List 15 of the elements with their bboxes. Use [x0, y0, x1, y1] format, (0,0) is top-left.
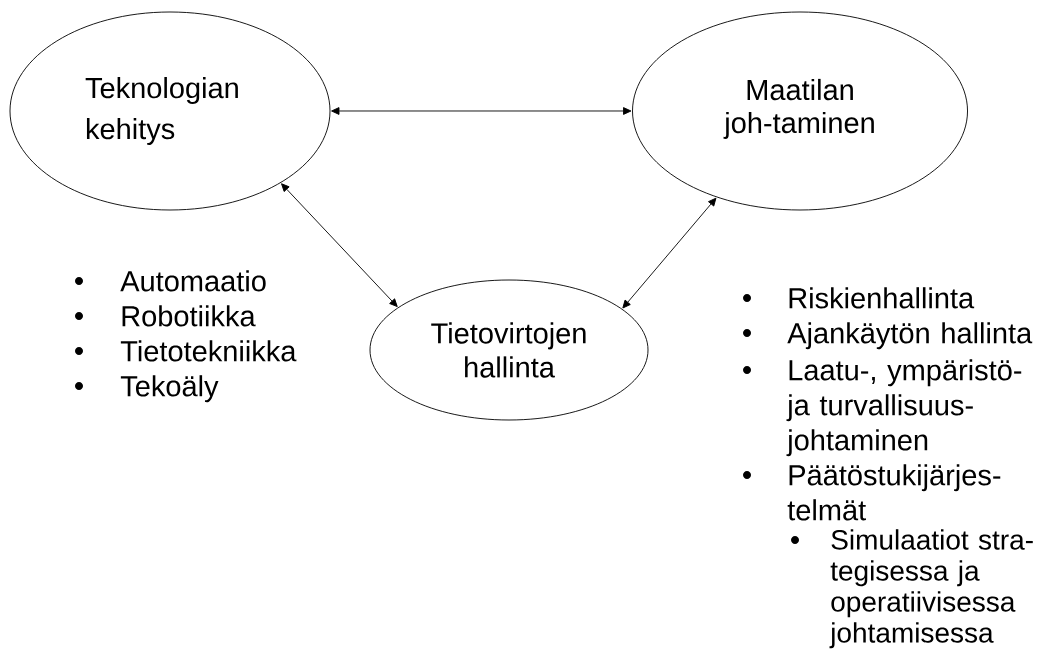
double-arrow — [331, 107, 632, 115]
list-item: Ajankäytön hallinta — [787, 322, 1033, 350]
list-item: Automaatio — [120, 270, 266, 292]
ellipse-node: Tietovirtojen hallinta — [369, 279, 649, 421]
list-item: Päätöstukijärjes-telmät — [787, 464, 1001, 521]
double-arrow — [622, 197, 717, 309]
list-item: Robotiikka — [122, 305, 256, 327]
list-item: Laatu-, ympäristö- ja turvallisuus-johtaminen — [786, 359, 1022, 457]
double-arrow — [281, 183, 398, 308]
ellipse-node: Teknologian kehitys — [9, 11, 331, 211]
list-item: Tietotekniikka — [120, 340, 297, 362]
list-item: Tekoäly — [120, 375, 219, 403]
ellipse-node: Maatilan joh-taminen — [632, 11, 968, 211]
list-item: Riskienhallinta — [789, 287, 975, 309]
list-item: Simulaatiot stra-tegisessa ja operatiivisessa johtamisessa — [829, 529, 1033, 649]
